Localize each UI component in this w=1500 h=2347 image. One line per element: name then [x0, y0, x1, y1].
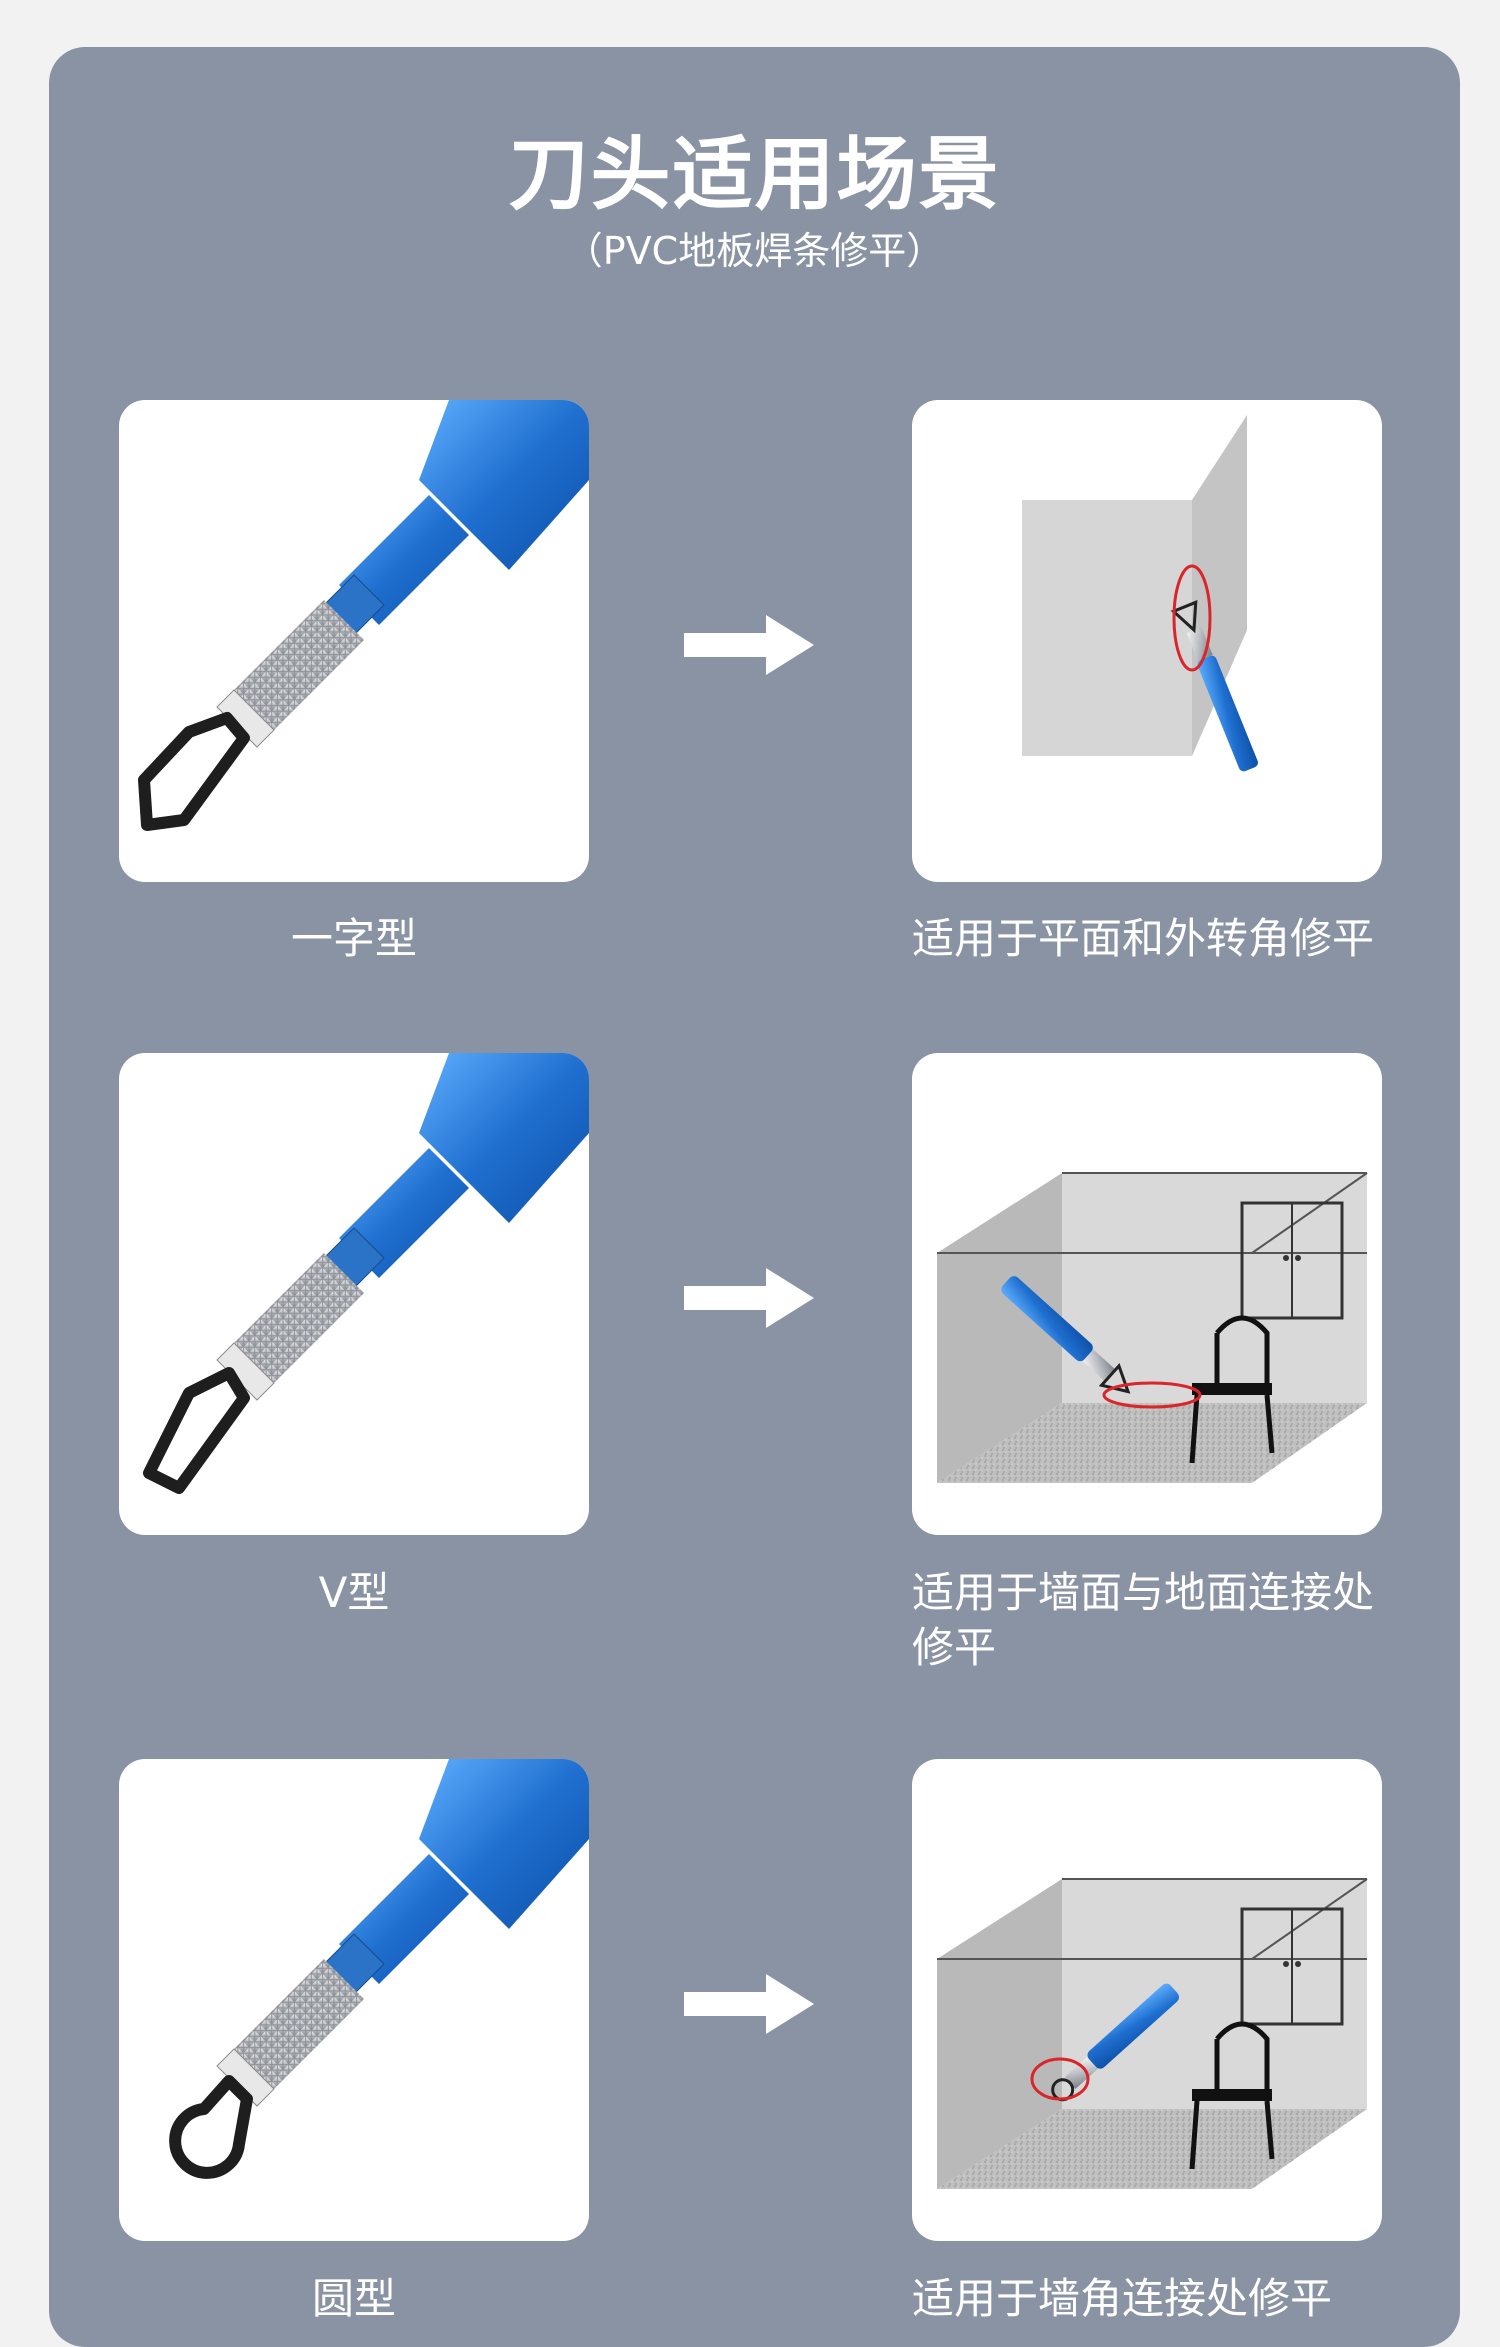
- deburring-tool-v-icon: [143, 1053, 589, 1494]
- outer-corner-scene-icon: [1022, 415, 1258, 772]
- room-wall-floor-scene-icon: [937, 1172, 1368, 1483]
- scene-label-flat-corner: 适用于平面和外转角修平: [912, 914, 1375, 963]
- tool-label-round: 圆型: [311, 2274, 396, 2323]
- tool-label-straight: 一字型: [290, 914, 417, 963]
- deburring-tool-round-icon: [169, 1759, 589, 2179]
- tool-image-round-blade: [119, 1759, 589, 2241]
- room-corner-scene-icon: [937, 1878, 1368, 2189]
- tool-image-v-blade: [119, 1053, 589, 1535]
- scene-label-wall-corner: 适用于墙角连接处修平: [912, 2274, 1333, 2323]
- scene-image-flat-corner: [912, 400, 1382, 882]
- scene-label-wall-floor: 适用于墙面与地面连接处修平: [912, 1568, 1375, 1672]
- scene-image-wall-floor: [912, 1053, 1382, 1535]
- tool-label-v: V型: [318, 1568, 390, 1617]
- deburring-tool-straight-icon: [138, 400, 589, 831]
- scenario-panel: 刀头适用场景 （PVC地板焊条修平）: [49, 47, 1460, 2347]
- scene-image-wall-corner: [912, 1759, 1382, 2241]
- arrow-right-icon: [684, 615, 814, 675]
- arrow-right-icon: [684, 1974, 814, 2034]
- arrow-right-icon: [684, 1268, 814, 1328]
- page-subtitle: （PVC地板焊条修平）: [564, 229, 945, 273]
- tool-image-straight-blade: [119, 400, 589, 882]
- page-title: 刀头适用场景: [508, 128, 1001, 221]
